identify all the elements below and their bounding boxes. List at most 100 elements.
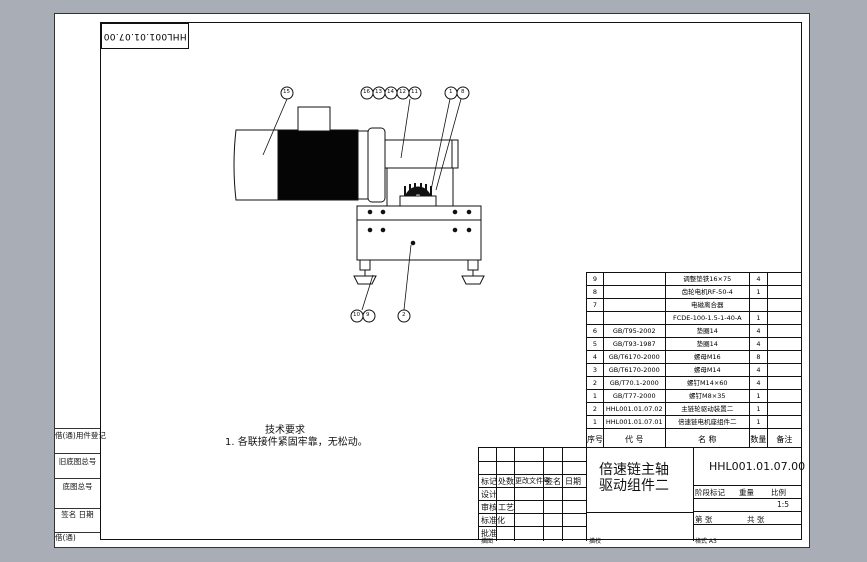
- tb-bottom-3: 格式 A3: [695, 538, 717, 545]
- bom-cell-no: 1: [586, 389, 604, 403]
- bom-cell-note: [766, 350, 803, 364]
- bom-cell-note: [766, 337, 803, 351]
- tb-sign: 签名: [545, 477, 561, 486]
- bom-cell-name: FCDE-100-1.5-1-40-A: [664, 311, 750, 325]
- bom-cell-name: 垫圈14: [664, 337, 750, 351]
- left-strip: 借(通)用件登记 旧底图总号 底图总号 签名 日期 借(通): [55, 428, 106, 547]
- bom-cell-no: 6: [586, 324, 604, 338]
- bom-cell-code: GB/T70.1-2000: [603, 376, 666, 390]
- bom-cell-qty: 1: [748, 402, 768, 416]
- bom-cell-no: 5: [586, 337, 604, 351]
- part-balloons: [280, 86, 470, 323]
- bom-cell-code: GB/T93-1987: [603, 337, 666, 351]
- tb-process: 工艺: [498, 503, 514, 512]
- balloon-label: 12: [399, 89, 406, 95]
- bom-cell-code: [603, 285, 666, 299]
- drawing-title-line2: 驱动组件二: [599, 478, 669, 494]
- motor-end-cap: [233, 129, 279, 201]
- bom-cell-code: GB/T77-2000: [603, 389, 666, 403]
- balloon-label: 9: [366, 312, 370, 318]
- bom-cell-qty: 1: [748, 415, 768, 429]
- leader-lines: [262, 98, 462, 311]
- balloon-label: 8: [461, 89, 465, 95]
- bom-cell-name: 主链轮驱动装置二: [664, 402, 750, 416]
- bom-cell-note: [766, 285, 803, 299]
- left-strip-label: 旧底图总号: [55, 453, 100, 478]
- bom-cell-note: [766, 415, 803, 429]
- motor-flange: [357, 130, 369, 200]
- left-strip-label: 借(通)用件登记: [55, 428, 106, 453]
- bom-cell-no: 3: [586, 363, 604, 377]
- drawing-number: HHL001.01.07.00: [709, 460, 806, 473]
- bom-cell-note: [766, 376, 803, 390]
- gearbox-housing: [384, 139, 458, 169]
- bom-cell-code: GB/T6170-2000: [603, 350, 666, 364]
- leveling-feet: [353, 259, 485, 285]
- tb-date: 日期: [565, 477, 581, 486]
- bom-cell-qty: 4: [748, 272, 768, 286]
- tb-change-doc: 更改文件号: [515, 477, 550, 485]
- tb-stage: 阶段标记: [695, 488, 725, 497]
- bom-cell-no: 2: [586, 376, 604, 390]
- tech-req-title: 技术要求: [265, 425, 305, 436]
- bom-cell-qty: 4: [748, 363, 768, 377]
- balloon-label: 14: [387, 89, 394, 95]
- bom-cell-name: 倍速链电机座组件二: [664, 415, 750, 429]
- bom-cell-qty: 1: [748, 311, 768, 325]
- bom-cell-code: [603, 298, 666, 312]
- adapter-flange: [367, 127, 386, 203]
- tb-approve: 批准: [481, 529, 497, 538]
- left-strip-label: 借(通): [55, 532, 100, 547]
- bom-cell-qty: 1: [748, 285, 768, 299]
- bom-cell-code: HHL001.01.07.02: [603, 402, 666, 416]
- bom-cell-qty: 4: [748, 337, 768, 351]
- bom-cell-note: [766, 272, 803, 286]
- bom-cell-name: 齿轮电机RF-50-4: [664, 285, 750, 299]
- bom-cell-code: GB/T95-2002: [603, 324, 666, 338]
- balloon-label: 11: [411, 89, 418, 95]
- title-block: 标记 处数 更改文件号 签名 日期 设计 审核 标准化 批准 工艺 倍速链主轴 …: [478, 447, 806, 545]
- bom-cell-name: 调整垫铁16×75: [664, 272, 750, 286]
- drawing-title-line1: 倍速链主轴: [599, 462, 669, 478]
- left-strip-label: 签名 日期: [55, 508, 100, 533]
- bom-cell-qty: 4: [748, 324, 768, 338]
- bom-cell-note: [766, 324, 803, 338]
- bom-cell-name: 螺钉M14×60: [664, 376, 750, 390]
- bom-cell-no: 8: [586, 285, 604, 299]
- balloon-label: 16: [363, 89, 370, 95]
- balloon-label: 15: [283, 89, 290, 95]
- bom-cell-code: [603, 311, 666, 325]
- balloon-label: 10: [353, 312, 360, 318]
- tb-sheet-total: 共 张: [747, 515, 765, 524]
- bom-cell-name: 垫圈14: [664, 324, 750, 338]
- terminal-box: [297, 106, 331, 132]
- bom-cell-no: 9: [586, 272, 604, 286]
- bom-cell-code: GB/T6170-2000: [603, 363, 666, 377]
- bom-cell-note: [766, 363, 803, 377]
- tech-req-item: 1. 各联接件紧固牢靠，无松动。: [225, 437, 368, 448]
- bom-cell-name: 螺母M16: [664, 350, 750, 364]
- bom-cell-name: 螺母M14: [664, 363, 750, 377]
- bom-cell-note: [766, 402, 803, 416]
- bom-cell-no: 4: [586, 350, 604, 364]
- bom-cell-no: [586, 311, 604, 325]
- bom-cell-name: 螺钉M8×35: [664, 389, 750, 403]
- bom-cell-no: 2: [586, 402, 604, 416]
- tb-sheet-no: 第 张: [695, 515, 713, 524]
- base-frame: [356, 205, 482, 261]
- bom-cell-no: 1: [586, 415, 604, 429]
- bom-cell-name: 电磁离合器: [664, 298, 750, 312]
- bom-cell-note: [766, 311, 803, 325]
- tb-standard: 标准化: [481, 516, 505, 525]
- bom-cell-qty: 4: [748, 376, 768, 390]
